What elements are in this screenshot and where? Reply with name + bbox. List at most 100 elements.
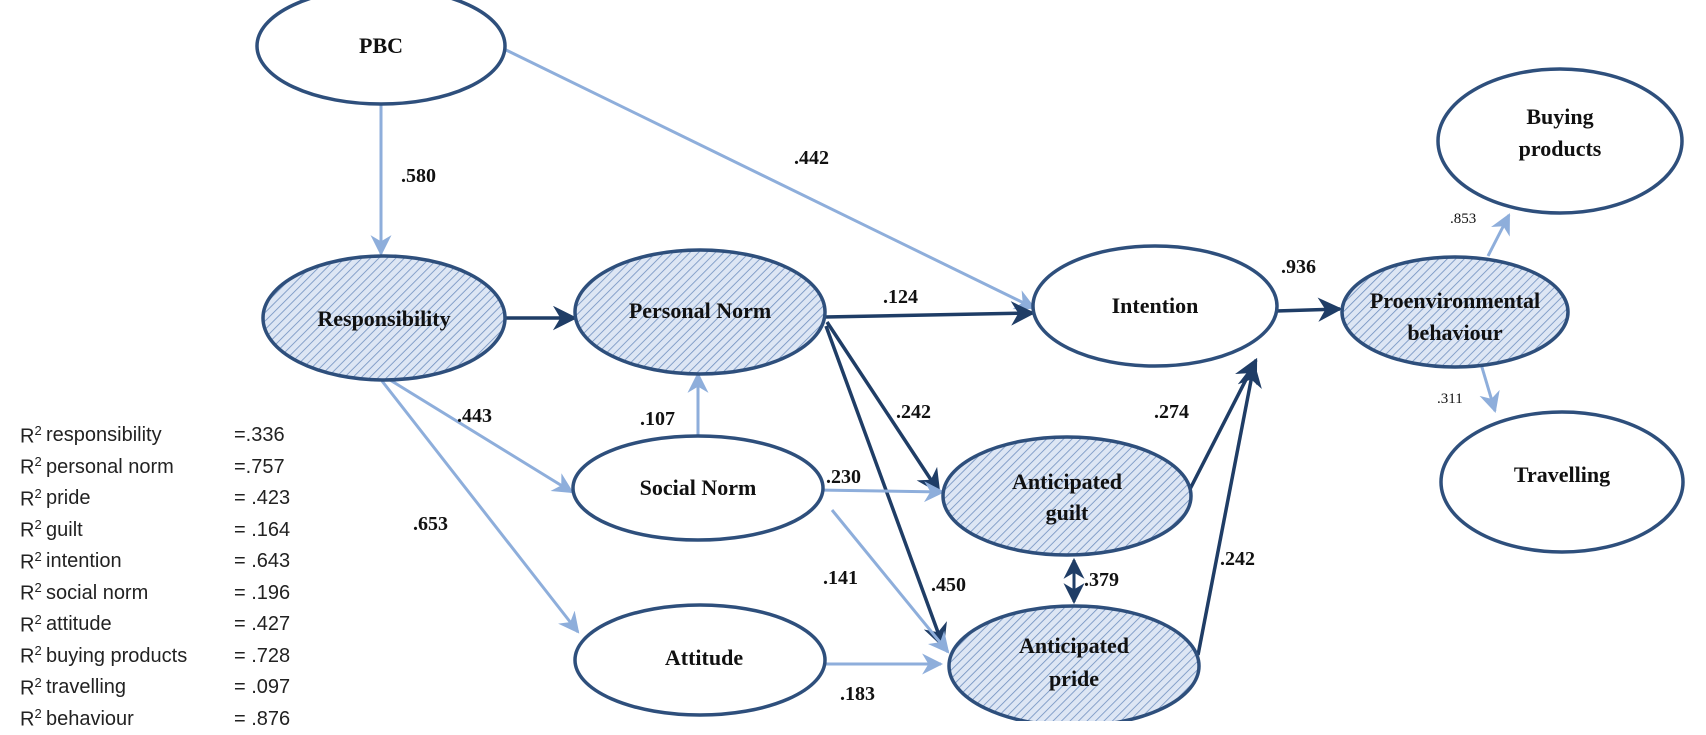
- r-squared-symbol: R2: [20, 706, 46, 732]
- r-squared-superscript: 2: [34, 517, 41, 532]
- r-squared-symbol: R2: [20, 486, 46, 512]
- r-squared-row: R2 attitude= .427: [20, 609, 340, 641]
- r-squared-label: guilt: [46, 519, 234, 542]
- coef-socialnorm-guilt: .230: [826, 466, 861, 488]
- coef-personalnorm-intention: .124: [883, 286, 918, 308]
- coef-pbc-responsibility: .580: [401, 165, 436, 187]
- node-anticipated-guilt: [943, 437, 1191, 555]
- r-squared-label: attitude: [46, 613, 234, 636]
- r-squared-symbol: R2: [20, 580, 46, 606]
- r-squared-label: intention: [46, 550, 234, 573]
- r-squared-superscript: 2: [34, 549, 41, 564]
- r-squared-symbol: R2: [20, 454, 46, 480]
- coef-responsibility-socialnorm: .443: [457, 405, 492, 427]
- r-squared-value: = .196: [234, 582, 290, 605]
- r-squared-symbol: R2: [20, 643, 46, 669]
- r-squared-superscript: 2: [34, 612, 41, 627]
- label-buying-line1: Buying: [1526, 104, 1593, 129]
- edge-pride-intention: [1198, 365, 1254, 655]
- label-pbc: PBC: [359, 33, 403, 58]
- edge-guilt-intention: [1188, 360, 1256, 493]
- r-squared-value: = .097: [234, 676, 290, 699]
- r-squared-symbol: R2: [20, 423, 46, 449]
- edge-behaviour-buying: [1488, 215, 1509, 256]
- coef-socialnorm-personalnorm: .107: [640, 408, 675, 430]
- coef-guilt-intention: .274: [1154, 401, 1189, 423]
- coef-responsibility-attitude: .653: [413, 513, 448, 535]
- coef-socialnorm-pride: .141: [823, 567, 858, 589]
- edge-responsibility-socialnorm: [390, 380, 572, 492]
- label-anticipated-pride-line2: pride: [1049, 666, 1099, 691]
- r-squared-value: = .876: [234, 708, 290, 731]
- r-squared-superscript: 2: [34, 580, 41, 595]
- r-squared-symbol: R2: [20, 675, 46, 701]
- r-squared-label: responsibility: [46, 424, 234, 447]
- r-squared-symbol: R2: [20, 517, 46, 543]
- r-squared-symbol-base: R: [20, 489, 34, 511]
- r-squared-value: =.336: [234, 424, 285, 447]
- label-intention: Intention: [1112, 293, 1199, 318]
- coef-personalnorm-guilt: .242: [896, 401, 931, 423]
- r-squared-label: travelling: [46, 676, 234, 699]
- label-anticipated-guilt-line1: Anticipated: [1012, 469, 1122, 494]
- r-squared-symbol-base: R: [20, 709, 34, 731]
- path-coefficients: .580 .442 .124 .936 .853 .311 .443 .107 …: [401, 147, 1476, 705]
- r-squared-symbol-base: R: [20, 583, 34, 605]
- r-squared-value: = .423: [234, 487, 290, 510]
- edge-personalnorm-intention: [825, 313, 1033, 317]
- coef-pbc-intention: .442: [794, 147, 829, 169]
- r-squared-label: social norm: [46, 582, 234, 605]
- label-behaviour-line2: behaviour: [1407, 320, 1503, 345]
- r-squared-symbol: R2: [20, 549, 46, 575]
- r-squared-label: personal norm: [46, 456, 234, 479]
- r-squared-value: =.757: [234, 456, 285, 479]
- coef-behaviour-travelling: .311: [1437, 391, 1463, 407]
- edges: [381, 48, 1509, 664]
- r-squared-label: buying products: [46, 645, 234, 668]
- edge-intention-behaviour: [1276, 309, 1340, 311]
- label-behaviour-line1: Proenvironmental: [1370, 288, 1540, 313]
- label-anticipated-guilt-line2: guilt: [1046, 500, 1089, 525]
- label-responsibility: Responsibility: [317, 306, 450, 331]
- coef-guilt-pride: .379: [1084, 569, 1119, 591]
- r-squared-value: = .643: [234, 550, 290, 573]
- coef-personalnorm-pride: .450: [931, 574, 966, 596]
- r-squared-superscript: 2: [34, 643, 41, 658]
- nodes: [257, 0, 1683, 721]
- r-squared-label: behaviour: [46, 708, 234, 731]
- r-squared-label: pride: [46, 487, 234, 510]
- r-squared-symbol-base: R: [20, 426, 34, 448]
- coef-behaviour-buying: .853: [1450, 211, 1476, 227]
- r-squared-symbol-base: R: [20, 646, 34, 668]
- r-squared-value: = .728: [234, 645, 290, 668]
- label-attitude: Attitude: [665, 645, 743, 670]
- r-squared-symbol-base: R: [20, 678, 34, 700]
- r-squared-value: = .164: [234, 519, 290, 542]
- coef-intention-behaviour: .936: [1281, 256, 1316, 278]
- label-buying-line2: products: [1519, 136, 1602, 161]
- edge-behaviour-travelling: [1481, 364, 1495, 411]
- r-squared-symbol-base: R: [20, 615, 34, 637]
- edge-socialnorm-guilt: [816, 490, 943, 492]
- coef-attitude-pride: .183: [840, 683, 875, 705]
- r-squared-symbol-base: R: [20, 552, 34, 574]
- r-squared-symbol-base: R: [20, 520, 34, 542]
- r-squared-superscript: 2: [34, 706, 41, 721]
- label-travelling: Travelling: [1514, 462, 1610, 487]
- label-social-norm: Social Norm: [640, 475, 757, 500]
- r-squared-value: = .427: [234, 613, 290, 636]
- r-squared-superscript: 2: [34, 486, 41, 501]
- r-squared-symbol-base: R: [20, 457, 34, 479]
- node-anticipated-pride: [949, 606, 1199, 721]
- r-squared-superscript: 2: [34, 454, 41, 469]
